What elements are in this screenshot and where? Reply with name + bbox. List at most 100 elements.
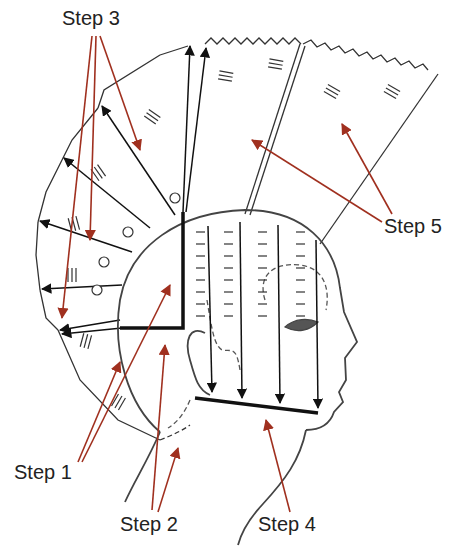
comb-dash <box>196 315 205 316</box>
section-lines <box>120 212 318 413</box>
comb-mark <box>384 85 400 99</box>
comb-dash <box>196 255 205 256</box>
head-profile <box>118 210 357 432</box>
top-panels <box>205 38 301 44</box>
comb-stroke <box>218 79 232 81</box>
comb-dash <box>224 315 233 316</box>
comb-dash <box>258 243 267 244</box>
back-panels <box>36 222 40 290</box>
comb-stroke <box>328 85 340 92</box>
step-label: Step 5 <box>384 214 442 238</box>
comb-mark <box>80 333 91 349</box>
step-label: Step 2 <box>120 512 178 536</box>
guide-lines <box>263 265 327 310</box>
guide-lines <box>168 400 190 428</box>
step-label: Step 3 <box>62 6 120 30</box>
back-panels <box>160 425 190 440</box>
top-panel-arrows <box>183 46 206 212</box>
comb-stroke <box>149 109 160 117</box>
comb-stroke <box>144 116 155 124</box>
comb-stroke <box>219 71 233 73</box>
comb-stroke <box>84 334 88 348</box>
top-panels <box>250 46 305 215</box>
comb-marks <box>68 59 400 410</box>
comb-dash <box>296 291 305 292</box>
comb-dash <box>296 243 305 244</box>
comb-dash <box>224 267 233 268</box>
leader-arrows <box>342 124 392 214</box>
comb-dash <box>224 255 233 256</box>
pivot-marks <box>123 227 133 237</box>
comb-dash <box>224 243 233 244</box>
back-panel-arrows <box>40 221 132 252</box>
side-arrows <box>316 240 318 408</box>
leader-arrows <box>78 362 120 462</box>
comb-mark <box>68 216 79 232</box>
comb-stroke <box>388 85 400 92</box>
leader-arrows <box>62 36 392 512</box>
back-panel-arrows <box>64 158 150 228</box>
section-lines <box>120 212 183 328</box>
comb-dash <box>296 303 305 304</box>
comb-mark <box>268 59 283 69</box>
leader-arrows <box>158 448 178 512</box>
comb-dash <box>258 315 267 316</box>
side-arrows <box>240 222 242 398</box>
back-panel-arrows <box>62 328 122 334</box>
head-profile <box>118 210 357 545</box>
step-label: Step 4 <box>258 512 316 536</box>
side-arrows <box>208 226 212 392</box>
comb-dash <box>196 231 205 232</box>
back-panel-arrows <box>40 106 175 334</box>
comb-mark <box>91 165 106 181</box>
comb-mark <box>218 71 233 81</box>
comb-mark <box>144 109 160 124</box>
back-panels <box>40 290 58 330</box>
top-panels <box>303 40 428 70</box>
comb-dash <box>258 231 267 232</box>
comb-dash <box>258 279 267 280</box>
side-arrows <box>208 222 318 408</box>
top-panel-arrows <box>183 46 190 212</box>
comb-dash <box>258 267 267 268</box>
comb-dash <box>224 303 233 304</box>
comb-dash <box>196 291 205 292</box>
comb-stroke <box>94 167 102 178</box>
section-lines <box>195 398 318 413</box>
leader-arrows <box>62 36 92 318</box>
comb-dash <box>296 315 305 316</box>
comb-mark <box>112 394 126 410</box>
pivot-marks <box>92 193 180 295</box>
comb-stroke <box>219 75 233 77</box>
head-profile <box>188 331 210 395</box>
eye <box>285 319 318 330</box>
pivot-marks <box>170 193 180 203</box>
comb-stroke <box>80 333 84 347</box>
side-arrows <box>278 225 280 403</box>
comb-stroke <box>98 165 106 176</box>
comb-dash <box>258 303 267 304</box>
back-panels <box>160 46 188 55</box>
comb-stroke <box>76 216 80 230</box>
comb-dash <box>196 267 205 268</box>
leader-arrows <box>82 285 170 462</box>
back-panels <box>38 160 62 222</box>
comb-dash <box>224 279 233 280</box>
comb-stroke <box>269 63 283 65</box>
top-panels <box>205 38 438 244</box>
comb-dash <box>196 243 205 244</box>
back-panels <box>58 330 160 440</box>
comb-stroke <box>71 268 72 282</box>
comb-stroke <box>269 59 283 61</box>
guide-lines <box>168 265 327 428</box>
back-panels <box>36 46 190 440</box>
leader-arrows <box>90 36 96 240</box>
eye <box>285 319 318 330</box>
back-panel-arrows <box>42 285 122 289</box>
comb-dash <box>258 255 267 256</box>
comb-mark <box>68 268 76 282</box>
comb-stroke <box>118 398 125 410</box>
back-panels <box>98 55 160 108</box>
comb-dash <box>296 231 305 232</box>
comb-dash <box>296 255 305 256</box>
